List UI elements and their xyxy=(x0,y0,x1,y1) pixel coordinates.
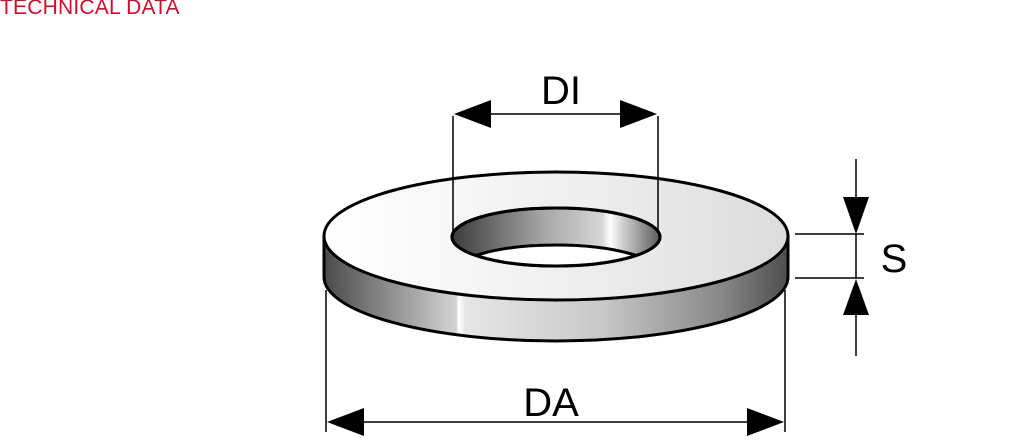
dimension-thickness: S xyxy=(795,159,907,356)
arrow-right-icon xyxy=(620,100,657,128)
washer-hole-bottom-opening xyxy=(452,243,660,266)
arrow-left-icon xyxy=(454,100,491,128)
washer xyxy=(322,170,790,343)
dimension-inner-diameter: DI xyxy=(452,69,659,232)
arrow-down-icon xyxy=(843,197,869,234)
arrow-right-icon xyxy=(747,408,784,436)
arrow-left-icon xyxy=(327,408,364,436)
label-di: DI xyxy=(541,69,581,113)
label-da: DA xyxy=(523,381,579,425)
page-title: TECHNICAL DATA xyxy=(0,0,180,19)
arrow-up-icon xyxy=(843,279,869,315)
dimension-outer-diameter: DA xyxy=(325,290,786,436)
label-s: S xyxy=(881,237,908,281)
